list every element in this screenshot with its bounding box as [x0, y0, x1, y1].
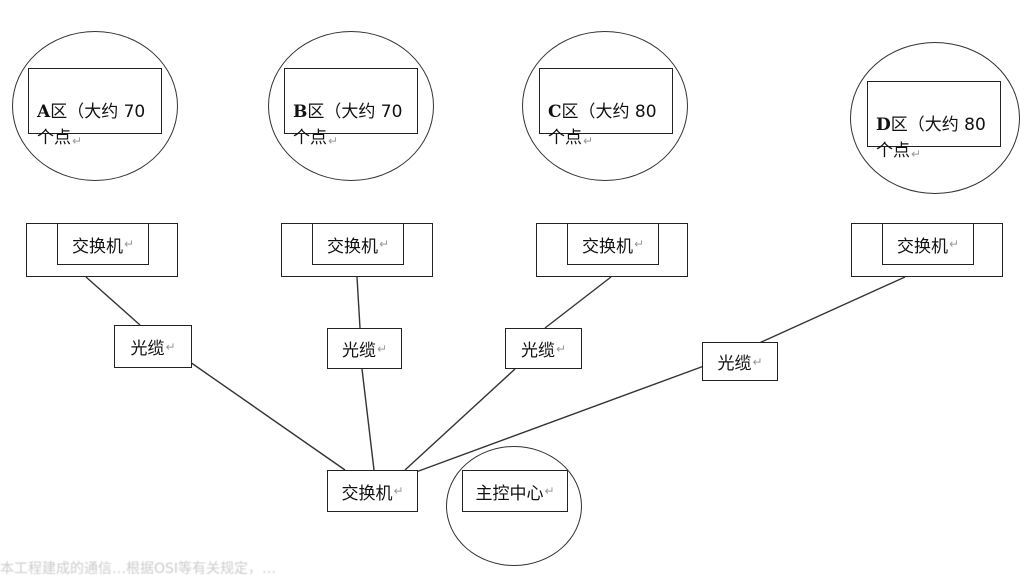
control-center-label: 主控中心 [475, 483, 544, 504]
zone-b-letter: B [293, 102, 308, 122]
return-mark-icon: ↵ [948, 237, 960, 251]
switch-b: 交换机↵ [281, 223, 433, 277]
return-mark-icon: ↵ [165, 339, 176, 354]
return-mark-icon: ↵ [555, 341, 567, 356]
return-mark-icon: ↵ [544, 484, 555, 498]
footer-text: 本工程建成的通信…根据OSI等有关规定，… [0, 561, 277, 575]
switch-d-label: 交换机 [896, 236, 948, 257]
zone-c-letter: C [548, 102, 562, 122]
zone-d-box: D区（大约 80 个点↵ [867, 81, 1001, 161]
line-switch-b-cable [356, 276, 361, 329]
cable-d-label-box: 光缆↵ [702, 342, 778, 381]
cable-a-label: 光缆 [130, 339, 165, 359]
zone-b-box: B区（大约 70 个点↵ [284, 68, 418, 148]
return-mark-icon: ↵ [72, 134, 83, 148]
cable-d-label: 光缆 [717, 354, 752, 374]
switch-a-label-box: 交换机↵ [57, 223, 149, 265]
line-switch-a-cable [85, 276, 141, 326]
control-center-box: 主控中心↵ [462, 470, 568, 512]
switch-d-label-box: 交换机↵ [882, 223, 974, 265]
return-mark-icon: ↵ [911, 147, 922, 161]
switch-c: 交换机↵ [536, 223, 688, 277]
switch-d: 交换机↵ [851, 223, 1003, 277]
zone-b-circle [268, 31, 434, 181]
cable-c-label: 光缆 [520, 341, 555, 361]
cable-b-label: 光缆 [341, 341, 376, 361]
cable-a-label-box: 光缆↵ [114, 325, 192, 368]
zone-a-letter: A [37, 102, 51, 122]
line-switch-c-cable [544, 276, 612, 329]
zone-d-text: 区（大约 80 个点 [876, 115, 986, 161]
line-cable-d-center [415, 365, 705, 473]
center-switch-box: 交换机↵ [327, 470, 418, 512]
return-mark-icon: ↵ [752, 354, 763, 369]
zone-b-text: 区（大约 70 个点 [293, 102, 403, 148]
switch-b-label-box: 交换机↵ [312, 223, 404, 265]
line-switch-d-cable [756, 276, 906, 345]
zone-a-circle [12, 31, 178, 181]
switch-a-label: 交换机 [71, 236, 123, 257]
return-mark-icon: ↵ [583, 134, 594, 148]
return-mark-icon: ↵ [633, 237, 645, 251]
switch-c-label-box: 交换机↵ [567, 223, 659, 265]
return-mark-icon: ↵ [376, 341, 388, 356]
return-mark-icon: ↵ [393, 484, 404, 498]
line-cable-b-center [361, 368, 375, 471]
cable-c-label-box: 光缆↵ [505, 328, 582, 369]
zone-c-box: C区（大约 80 个点↵ [539, 68, 673, 148]
zone-c-circle [522, 31, 688, 181]
zone-c-text: 区（大约 80 个点 [548, 102, 657, 148]
return-mark-icon: ↵ [123, 237, 135, 251]
return-mark-icon: ↵ [328, 134, 339, 148]
control-center-circle [446, 446, 582, 566]
zone-a-text: 区（大约 70 个点 [37, 102, 146, 148]
switch-b-label: 交换机 [326, 236, 378, 257]
center-switch-label: 交换机 [341, 483, 393, 504]
switch-a: 交换机↵ [26, 223, 178, 277]
return-mark-icon: ↵ [378, 237, 390, 251]
zone-a-box: A区（大约 70 个点↵ [28, 68, 162, 148]
switch-c-label: 交换机 [581, 236, 633, 257]
line-cable-a-center [189, 361, 346, 471]
zone-d-letter: D [876, 115, 891, 135]
cable-b-label-box: 光缆↵ [327, 328, 402, 369]
